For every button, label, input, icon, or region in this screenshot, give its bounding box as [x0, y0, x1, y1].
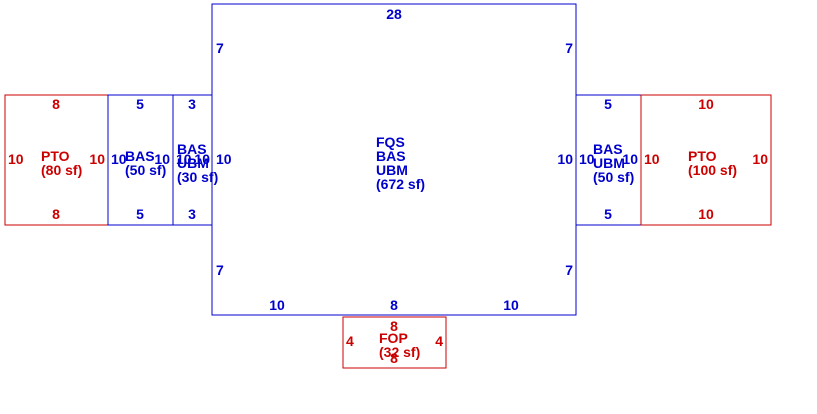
- dim-bas-ubm-right-right: 10: [622, 151, 638, 167]
- bas-ubm-right-code-2: UBM: [593, 155, 625, 171]
- dim-fop-left: 4: [346, 333, 354, 349]
- bas-ubm-left-code-1: BAS: [177, 141, 207, 157]
- main-area-sf: (672 sf): [376, 176, 425, 192]
- dim-bas-ubm-left-right: 10: [194, 151, 210, 167]
- dim-bas-ubm-right-left: 10: [579, 151, 595, 167]
- dim-main-right-upper: 7: [565, 40, 573, 56]
- dim-bas-ubm-left-left: 10: [176, 151, 192, 167]
- dim-main-bottom-center: 8: [390, 297, 398, 313]
- main-code-3: UBM: [376, 162, 408, 178]
- dim-fop-bottom: 8: [390, 350, 398, 366]
- dim-fop-right: 4: [435, 333, 443, 349]
- dim-main-right-mid: 10: [557, 151, 573, 167]
- dim-bas-left-bottom: 5: [136, 206, 144, 222]
- pto-right-code: PTO: [688, 148, 717, 164]
- dim-pto-left-top: 8: [52, 96, 60, 112]
- dim-bas-ubm-left-top: 3: [188, 96, 196, 112]
- dim-bas-ubm-right-bottom: 5: [604, 206, 612, 222]
- bas-ubm-left-outline: [172, 94, 213, 226]
- pto-left-code: PTO: [41, 148, 70, 164]
- fop-outline: [342, 316, 447, 369]
- dim-pto-left-right: 10: [89, 151, 105, 167]
- bas-ubm-right-area-sf: (50 sf): [593, 169, 634, 185]
- dim-pto-left-bottom: 8: [52, 206, 60, 222]
- dim-bas-ubm-right-top: 5: [604, 96, 612, 112]
- bas-left-area-sf: (50 sf): [125, 162, 166, 178]
- dim-pto-right-right: 10: [752, 151, 768, 167]
- bas-ubm-left-code-2: UBM: [177, 155, 209, 171]
- pto-right-outline: [640, 94, 772, 226]
- dim-main-right-lower: 7: [565, 262, 573, 278]
- dim-main-left-upper: 7: [216, 40, 224, 56]
- dim-main-bottom-left: 10: [269, 297, 285, 313]
- fop-area-sf: (32 sf): [379, 344, 420, 360]
- dim-bas-ubm-left-bottom: 3: [188, 206, 196, 222]
- main-code-2: BAS: [376, 148, 406, 164]
- bas-ubm-right-code-1: BAS: [593, 141, 623, 157]
- dim-pto-right-left: 10: [644, 151, 660, 167]
- bas-left-code: BAS: [125, 148, 155, 164]
- dim-main-bottom-right: 10: [503, 297, 519, 313]
- bas-ubm-left-area-sf: (30 sf): [177, 169, 218, 185]
- dim-pto-right-top: 10: [698, 96, 714, 112]
- dim-main-top: 28: [386, 6, 402, 22]
- dim-main-left-mid: 10: [216, 151, 232, 167]
- main-code-1: FQS: [376, 134, 405, 150]
- dim-main-left-lower: 7: [216, 262, 224, 278]
- dim-pto-right-bottom: 10: [698, 206, 714, 222]
- dim-pto-left-left: 10: [8, 151, 24, 167]
- pto-left-area-sf: (80 sf): [41, 162, 82, 178]
- fop-code: FOP: [379, 330, 408, 346]
- dim-bas-left-right: 10: [154, 151, 170, 167]
- dim-bas-left-left: 10: [111, 151, 127, 167]
- dim-bas-left-top: 5: [136, 96, 144, 112]
- dim-fop-top: 8: [390, 318, 398, 334]
- pto-right-area-sf: (100 sf): [688, 162, 737, 178]
